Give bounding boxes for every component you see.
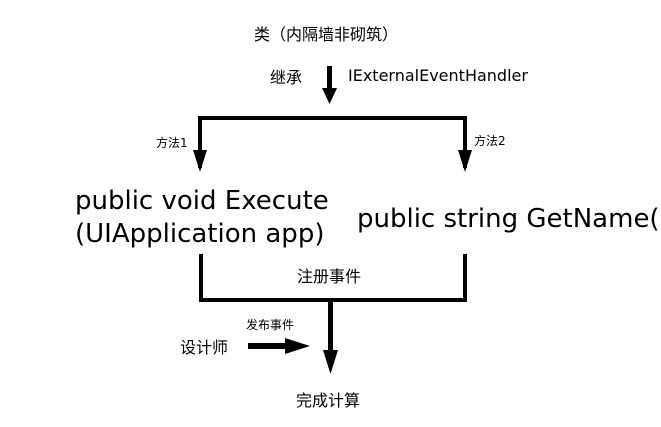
finish-label: 完成计算 — [296, 391, 361, 410]
method1-arrow-head — [193, 150, 207, 172]
method1-signature-line2: (UIApplication app) — [75, 218, 325, 249]
finish-arrow-shaft — [328, 300, 333, 354]
designer-label: 设计师 — [180, 338, 229, 357]
publish-event-label: 发布事件 — [246, 318, 295, 332]
register-event-label: 注册事件 — [297, 267, 362, 286]
publish-arrow-shaft — [248, 343, 288, 349]
method2-signature: public string GetName() — [357, 204, 661, 234]
inherit-arrow-head — [322, 88, 337, 104]
inherit-label: 继承 — [270, 68, 303, 87]
method2-arrow-head — [458, 150, 472, 172]
split-bracket — [198, 116, 467, 168]
method1-label: 方法1 — [156, 136, 188, 150]
finish-arrow-head — [323, 350, 338, 374]
method1-signature: public void Execute (UIApplication app) — [75, 185, 329, 250]
class-label: 类（内隔墙非砌筑） — [254, 25, 399, 44]
publish-arrow-head — [285, 338, 310, 354]
method1-signature-line1: public void Execute — [75, 186, 329, 216]
inherit-arrow-shaft — [327, 66, 332, 92]
interface-label: IExternalEventHandler — [348, 66, 528, 85]
method2-label: 方法2 — [474, 134, 506, 148]
